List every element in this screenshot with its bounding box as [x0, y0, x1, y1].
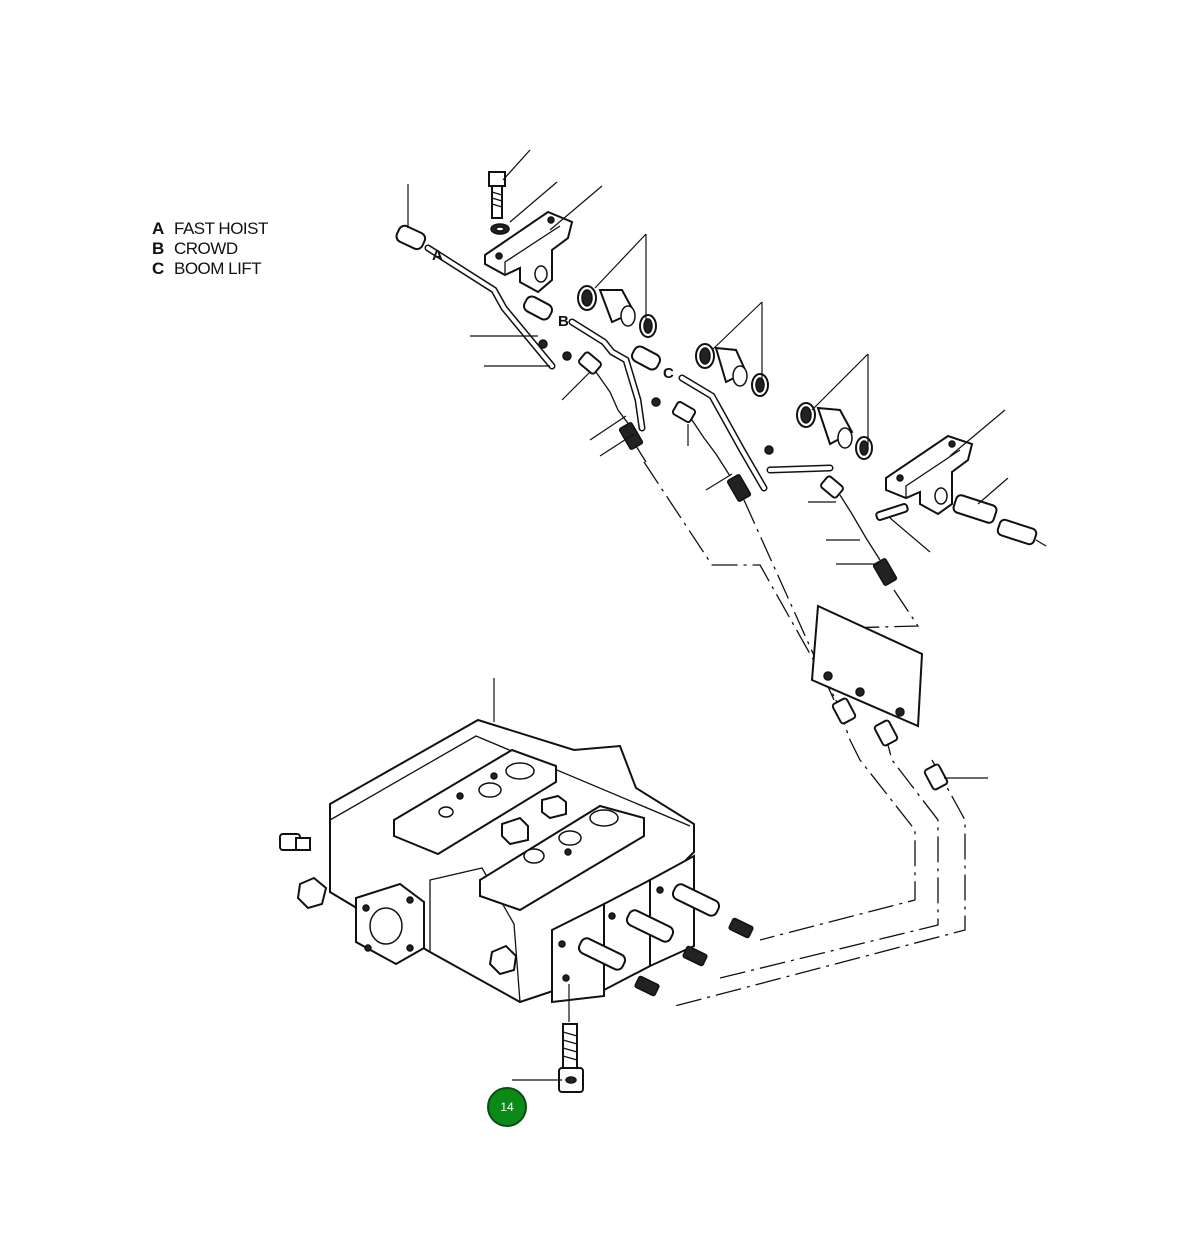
top-bracket: [484, 210, 574, 294]
legend-key: B: [152, 239, 164, 258]
lever-a: A: [395, 224, 556, 370]
lever-c: C: [630, 345, 774, 492]
legend-label: FAST HOIST: [174, 219, 268, 238]
lever-legend: A FAST HOIST B CROWD C BOOM LIFT: [152, 219, 268, 279]
lever-b-label: B: [558, 313, 569, 330]
leader-lines: [407, 149, 1009, 1081]
cable-mount-plate: [810, 604, 949, 791]
part-callout-14[interactable]: 14: [487, 1087, 527, 1127]
cable-clevis-b: [671, 401, 752, 502]
right-pins: [875, 494, 1047, 547]
legend-row-a: A FAST HOIST: [152, 219, 268, 239]
callout-number: 14: [500, 1100, 514, 1114]
lever-b: B: [522, 295, 646, 432]
legend-label: BOOM LIFT: [174, 259, 262, 278]
legend-row-c: C BOOM LIFT: [152, 259, 268, 279]
legend-key: A: [152, 219, 164, 238]
control-valve-block: [279, 718, 754, 1004]
lever-c-label: C: [663, 365, 674, 382]
legend-label: CROWD: [174, 239, 238, 258]
bushing-set-3: [766, 402, 873, 474]
cable-clevis-c: [820, 475, 898, 586]
lever-a-label: A: [432, 247, 443, 264]
legend-key: C: [152, 259, 164, 278]
top-bolt: [488, 171, 510, 235]
bushing-set-1: [577, 285, 657, 338]
bottom-bolt: [558, 1023, 584, 1093]
legend-row-b: B CROWD: [152, 239, 268, 259]
bushing-set-2: [695, 343, 769, 397]
